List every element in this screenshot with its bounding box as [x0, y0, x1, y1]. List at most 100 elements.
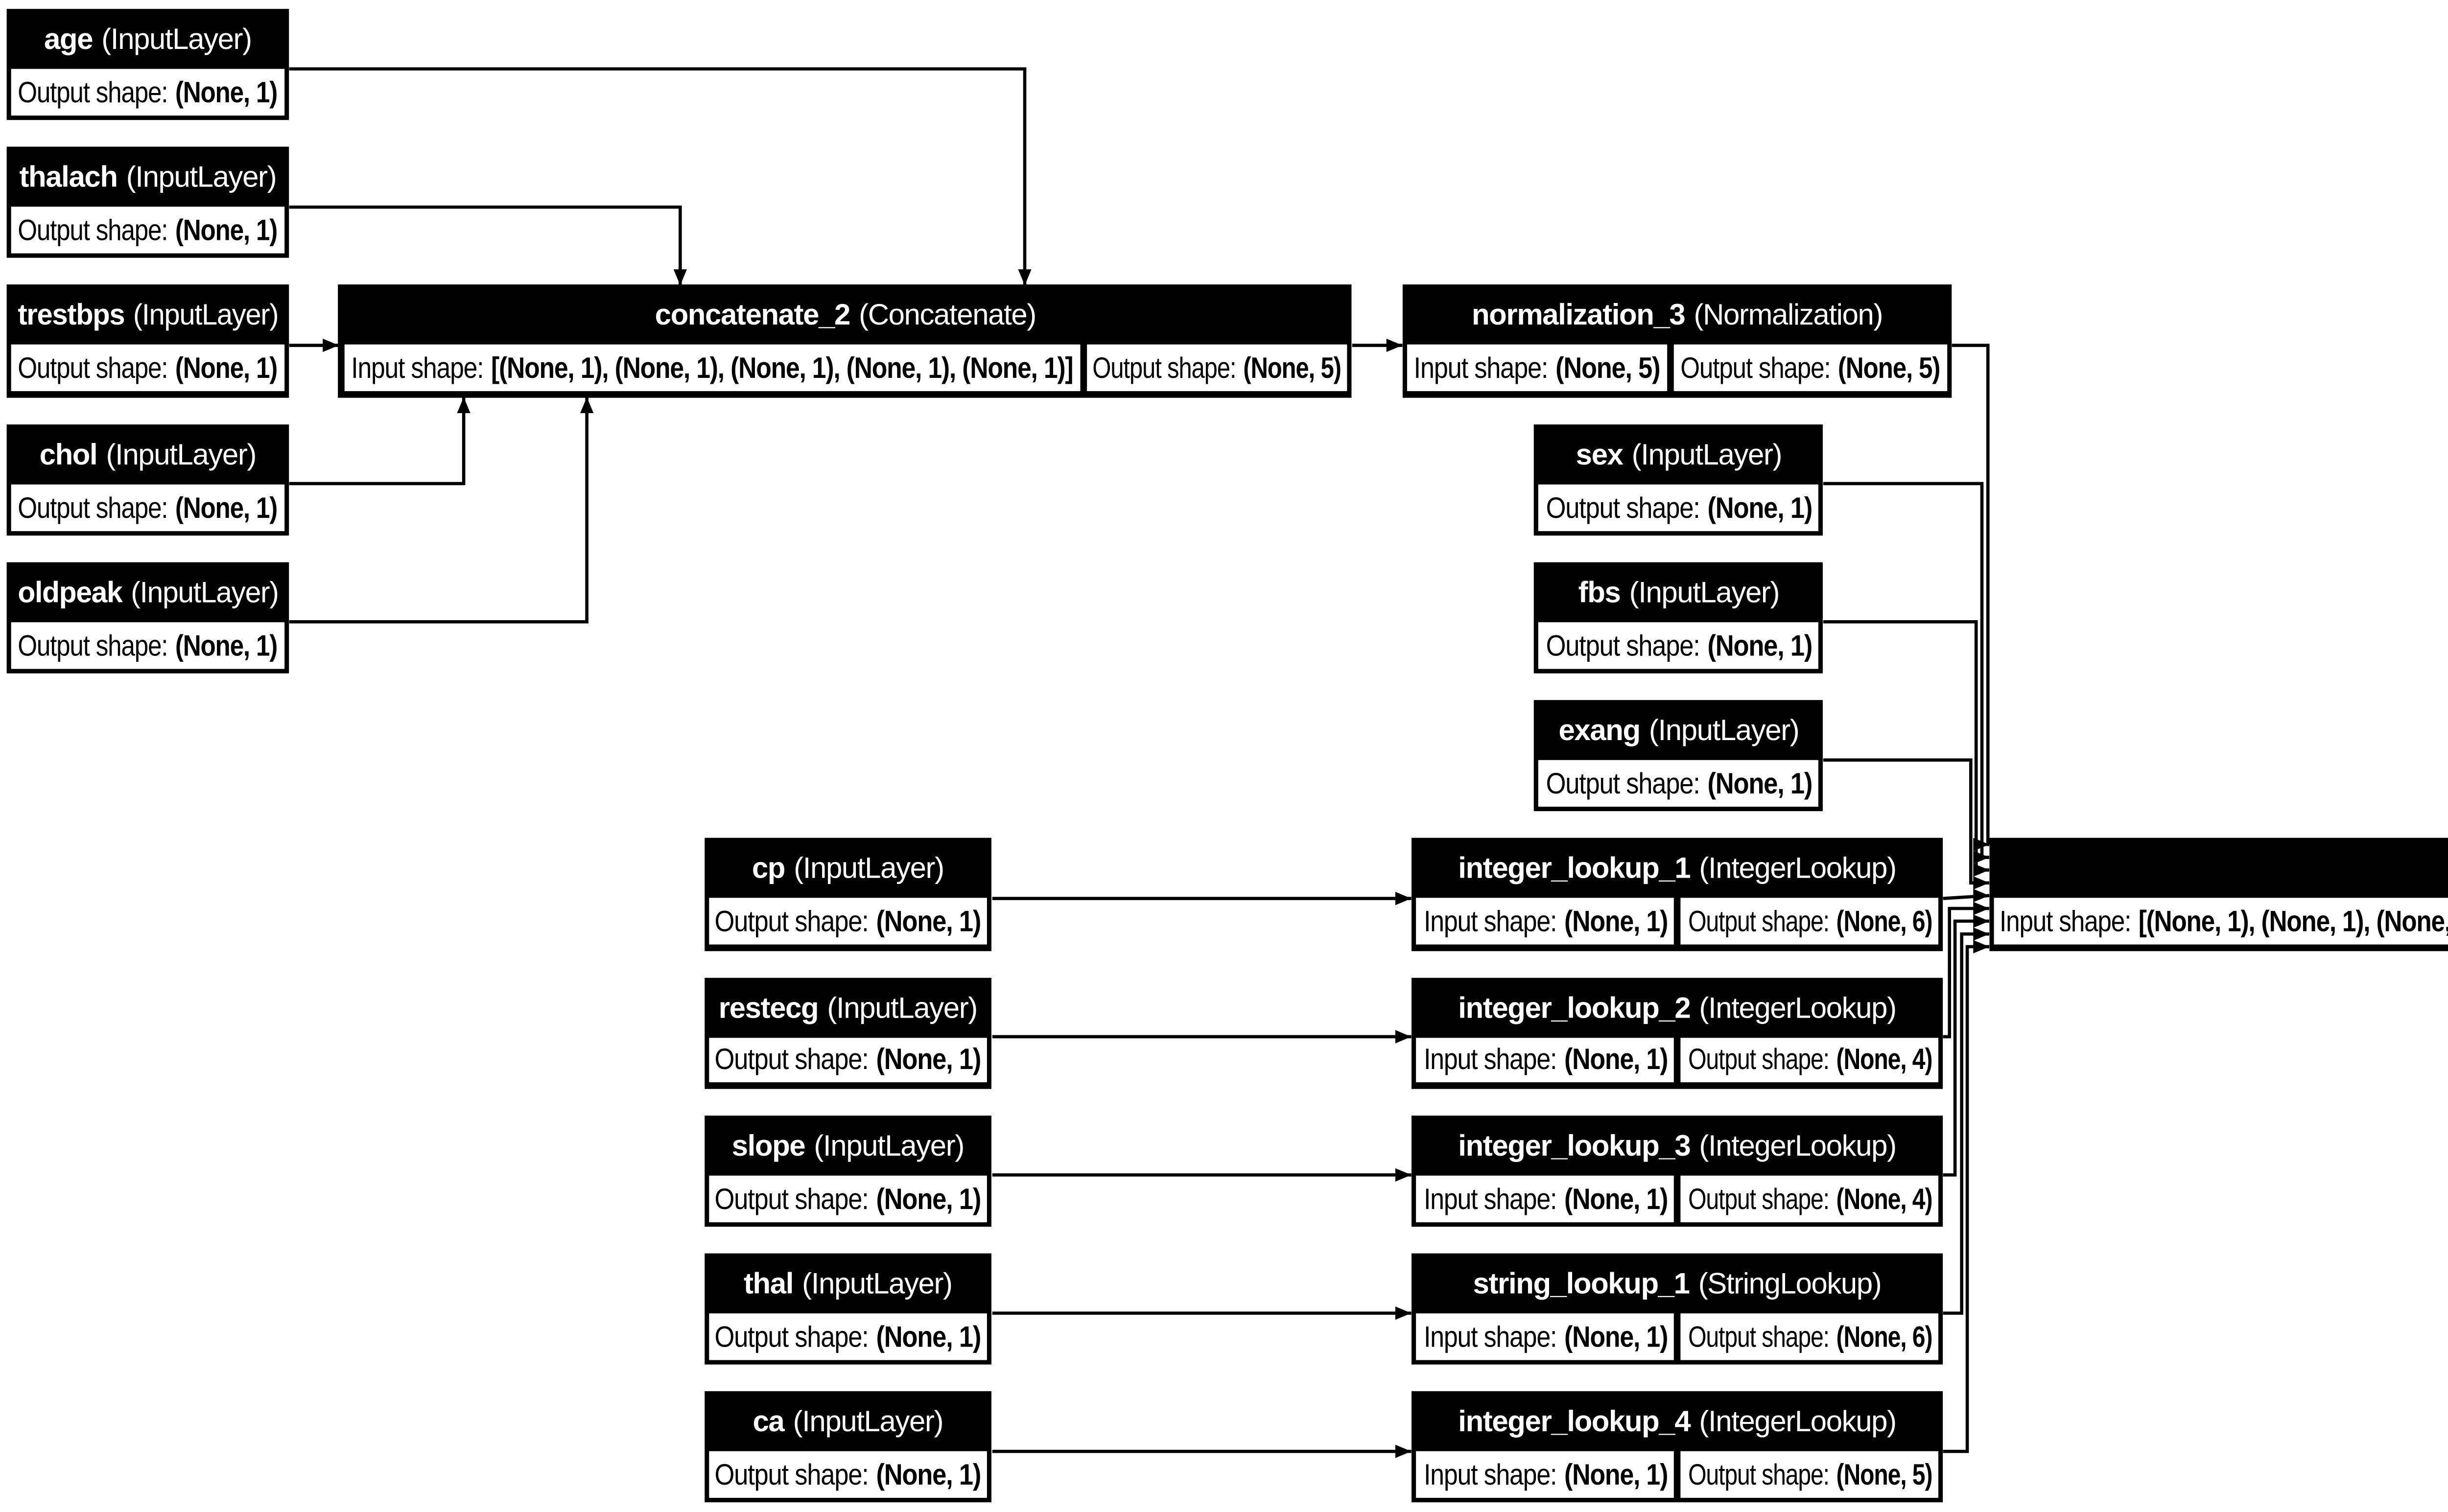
- shape-value: (None, 1): [175, 351, 278, 386]
- edge-thalach-to-concatenate_2: [289, 205, 682, 285]
- layer-class: (InputLayer): [802, 1266, 953, 1300]
- shape-label: Output shape:: [715, 905, 869, 939]
- shape-value: (None, 1): [1707, 490, 1812, 524]
- shape-cell: Output shape:(None, 1): [708, 898, 988, 945]
- arrowhead-integer_lookup_4-to-concatenate_3: [1973, 940, 1990, 954]
- layer-class: (InputLayer): [793, 1404, 944, 1438]
- layer-class: (InputLayer): [827, 990, 978, 1024]
- shape-label: Output shape:: [715, 1320, 869, 1353]
- layer-class: (InputLayer): [1629, 575, 1780, 609]
- layer-shape-row: Output shape:(None, 1): [11, 483, 284, 530]
- layer-shape-row: Input shape:(None, 1)Output shape:(None,…: [1416, 1175, 1938, 1222]
- shape-value: (None, 1): [1707, 628, 1812, 662]
- layer-header: exang(InputLayer): [1539, 700, 1819, 760]
- shape-value: (None, 1): [876, 1043, 982, 1077]
- node-sex: sex(InputLayer)Output shape:(None, 1): [1534, 423, 1823, 535]
- shape-value: (None, 1): [175, 490, 278, 524]
- shape-cell: Input shape:[(None, 1), (None, 1), (None…: [343, 345, 1081, 392]
- shape-value: (None, 1): [876, 1181, 982, 1215]
- layer-class: (InputLayer): [794, 852, 944, 885]
- shape-label: Output shape:: [715, 1458, 869, 1491]
- edge-integer_lookup_3-to-concatenate_3: [1943, 919, 1990, 1177]
- layer-name: sex: [1576, 437, 1624, 470]
- shape-label: Output shape:: [1546, 490, 1700, 524]
- node-integer_lookup_4: integer_lookup_4(IntegerLookup)Input sha…: [1411, 1391, 1943, 1503]
- layer-header: integer_lookup_3(IntegerLookup): [1416, 1115, 1939, 1175]
- shape-label: Output shape:: [18, 213, 168, 247]
- shape-cell: Output shape:(None, 1): [1539, 483, 1818, 530]
- layer-shape-row: Output shape:(None, 1): [708, 1313, 988, 1360]
- layer-name: thalach: [19, 160, 118, 194]
- layer-header: normalization_3(Normalization): [1407, 285, 1947, 346]
- shape-cell: Output shape:(None, 1): [11, 69, 284, 116]
- shape-label: Output shape:: [1687, 1043, 1829, 1077]
- layer-class: (InputLayer): [133, 299, 279, 332]
- edge-chol-to-concatenate_2: [289, 397, 466, 486]
- shape-label: Output shape:: [18, 75, 168, 109]
- arrowhead-integer_lookup_1-to-concatenate_3: [1973, 889, 1990, 903]
- layer-header: fbs(InputLayer): [1539, 562, 1819, 622]
- layer-name: concatenate_2: [655, 299, 851, 332]
- shape-cell: Output shape:(None, 1): [11, 207, 284, 254]
- layer-header: concatenate_2(Concatenate): [343, 285, 1348, 346]
- layer-shape-row: Input shape:(None, 1)Output shape:(None,…: [1416, 1451, 1938, 1498]
- layer-name: slope: [731, 1128, 806, 1162]
- shape-cell: Output shape:(None, 6): [1680, 1313, 1938, 1360]
- layer-header: integer_lookup_1(IntegerLookup): [1416, 838, 1939, 899]
- layer-class: (StringLookup): [1698, 1266, 1882, 1300]
- layer-header: restecg(InputLayer): [708, 977, 988, 1037]
- layer-shape-row: Output shape:(None, 1): [1539, 622, 1818, 669]
- node-exang: exang(InputLayer)Output shape:(None, 1): [1534, 700, 1823, 812]
- arrowhead-string_lookup_1-to-concatenate_3: [1973, 927, 1990, 941]
- shape-cell: Output shape:(None, 6): [1680, 898, 1938, 945]
- layer-header: age(InputLayer): [11, 9, 284, 69]
- shape-cell: Output shape:(None, 5): [1680, 1451, 1938, 1498]
- shape-label: Input shape:: [2000, 905, 2132, 939]
- node-integer_lookup_3: integer_lookup_3(IntegerLookup)Input sha…: [1411, 1115, 1943, 1227]
- shape-label: Output shape:: [1687, 1181, 1829, 1215]
- arrowhead-exang-to-concatenate_3: [1973, 876, 1990, 890]
- shape-cell: Output shape:(None, 1): [1539, 760, 1818, 807]
- arrowhead-trestbps-to-concatenate_2: [323, 338, 339, 352]
- shape-value: (None, 4): [1835, 1181, 1931, 1215]
- layer-header: trestbps(InputLayer): [11, 285, 284, 346]
- layer-name: cp: [752, 852, 786, 885]
- shape-value: (None, 5): [1838, 351, 1940, 386]
- node-slope: slope(InputLayer)Output shape:(None, 1): [703, 1115, 992, 1227]
- layer-shape-row: Output shape:(None, 1): [708, 1175, 988, 1222]
- arrowhead-concatenate_2-to-normalization_3: [1386, 338, 1403, 352]
- shape-value: (None, 6): [1835, 1320, 1931, 1353]
- shape-cell: Output shape:(None, 1): [11, 483, 284, 530]
- arrowhead-restecg-to-integer_lookup_2: [1395, 1030, 1412, 1044]
- node-oldpeak: oldpeak(InputLayer)Output shape:(None, 1…: [6, 561, 289, 674]
- shape-label: Output shape:: [1687, 1458, 1829, 1491]
- shape-label: Output shape:: [18, 628, 168, 662]
- layer-name: oldpeak: [17, 575, 122, 609]
- edge-sex-to-concatenate_3: [1823, 482, 1990, 859]
- layer-header: ca (InputLayer): [708, 1392, 988, 1452]
- node-ca: ca(InputLayer)Output shape:(None, 1): [703, 1391, 992, 1503]
- layer-shape-row: Output shape:(None, 1): [708, 1037, 988, 1083]
- shape-cell: Output shape:(None, 1): [708, 1175, 988, 1222]
- layer-shape-row: Input shape:[(None, 1), (None, 1), (None…: [343, 345, 1347, 392]
- layer-class: (IntegerLookup): [1699, 1128, 1897, 1162]
- node-fbs: fbs(InputLayer)Output shape:(None, 1): [1534, 561, 1823, 674]
- shape-label: Input shape:: [1423, 1320, 1556, 1353]
- shape-label: Output shape:: [1546, 628, 1700, 662]
- shape-cell: Input shape:(None, 1): [1416, 1451, 1674, 1498]
- layer-shape-row: Input shape:[(None, 1), (None, 1), (None…: [1994, 898, 2448, 945]
- shape-value: (None, 1): [1563, 1458, 1668, 1491]
- shape-value: (None, 1): [175, 628, 278, 662]
- layer-name: fbs: [1578, 575, 1621, 609]
- shape-value: (None, 1): [1707, 767, 1812, 800]
- arrowhead-integer_lookup_2-to-concatenate_3: [1973, 902, 1990, 915]
- arrowhead-ca-to-integer_lookup_4: [1395, 1444, 1412, 1458]
- shape-label: Input shape:: [1423, 1458, 1556, 1491]
- shape-label: Output shape:: [715, 1181, 869, 1215]
- layer-name: string_lookup_1: [1473, 1266, 1690, 1300]
- shape-cell: Output shape:(None, 1): [708, 1037, 988, 1083]
- shape-value: (None, 4): [1835, 1043, 1931, 1077]
- layer-name: ca: [753, 1404, 784, 1438]
- layer-shape-row: Output shape:(None, 1): [11, 207, 284, 254]
